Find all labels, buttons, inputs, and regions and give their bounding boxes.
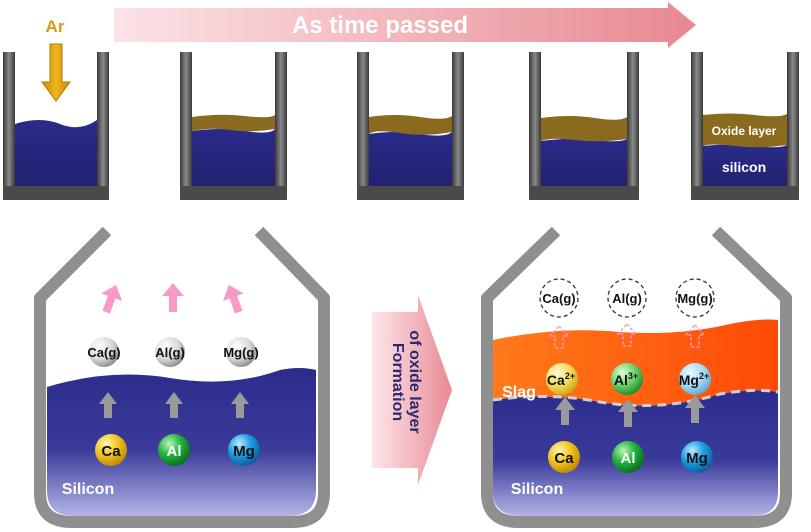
silicon-label-small: silicon — [722, 159, 766, 175]
element-label-ca: Ca — [101, 443, 121, 460]
gas-sphere-ca — [89, 337, 119, 367]
crucible-stage-2 — [180, 52, 287, 200]
time-banner-label: As time passed — [292, 12, 468, 39]
element-ball-al — [158, 434, 190, 466]
crucible-base — [3, 186, 109, 200]
element-ball-ca-right — [548, 441, 580, 473]
gas-label-al: Al(g) — [155, 345, 185, 360]
vessel-wall-right — [481, 226, 792, 528]
element-ball-mg — [228, 434, 260, 466]
grey-arrow — [685, 395, 705, 423]
crucible-wall — [97, 52, 109, 192]
crucible-base — [529, 186, 639, 200]
ion-label-ca: Ca2+ — [547, 371, 575, 388]
oxide-layer-stage-2 — [192, 114, 275, 132]
slag-interface-dashed — [492, 388, 779, 408]
oxide-layer-label: Oxide layer — [712, 124, 777, 138]
pink-arrow — [222, 284, 244, 314]
gas-label-al-right: Al(g) — [612, 291, 642, 306]
gas-circle-al — [607, 278, 647, 318]
ion-label-mg: Mg2+ — [679, 371, 709, 388]
element-ball-al-right — [612, 441, 644, 473]
oxide-layer-stage-5 — [703, 113, 787, 148]
element-label-al: Al — [167, 443, 182, 460]
element-ball-mg-right — [681, 441, 713, 473]
crucible-wall — [180, 52, 192, 192]
gas-label-mg: Mg(g) — [223, 345, 258, 360]
process-arrow — [372, 295, 452, 485]
pink-arrow — [101, 284, 123, 314]
crucible-base — [357, 186, 464, 200]
element-label-mg: Mg — [233, 443, 255, 460]
gas-sphere-al — [155, 337, 185, 367]
element-label-ca-right: Ca — [554, 450, 574, 467]
crucible-wall — [627, 52, 639, 192]
element-label-mg-right: Mg — [686, 450, 708, 467]
process-label-line1: Formation — [389, 343, 406, 421]
ar-inflow-arrow — [41, 43, 71, 102]
pink-arrow — [162, 283, 184, 312]
crucible-wall — [357, 52, 369, 192]
grey-arrow — [165, 392, 183, 418]
gas-circle-mg — [675, 278, 715, 318]
left-vessel — [34, 226, 330, 528]
crucible-stage-1 — [3, 52, 109, 200]
gas-circle-ca — [539, 278, 579, 318]
element-label-al-right: Al — [621, 450, 636, 467]
gas-label-ca-right: Ca(g) — [542, 291, 575, 306]
crucible-base — [180, 186, 287, 200]
silicon-melt-stage-2 — [192, 129, 275, 186]
slag-label: Slag — [502, 384, 536, 401]
vessel-wall-left — [34, 226, 330, 528]
crucible-stage-4 — [529, 52, 639, 200]
silicon-melt-stage-3 — [369, 132, 452, 186]
gas-label-mg-right: Mg(g) — [677, 291, 712, 306]
ion-sphere-ca — [546, 363, 578, 395]
pink-dashed-arrow — [548, 324, 570, 349]
crucible-wall — [275, 52, 287, 192]
time-banner-arrow — [114, 2, 696, 48]
ion-label-al: Al3+ — [614, 371, 638, 388]
crucible-base — [691, 186, 799, 200]
pink-dashed-arrow — [684, 323, 706, 348]
ion-sphere-al — [611, 363, 643, 395]
crucible-stage-3 — [357, 52, 464, 200]
silicon-label-left: Silicon — [62, 481, 114, 498]
grey-arrow — [555, 397, 575, 425]
crucible-wall — [3, 52, 15, 192]
silicon-melt-stage-1 — [15, 120, 97, 186]
crucible-wall — [452, 52, 464, 192]
process-label-line2: of oxide layer — [406, 330, 423, 433]
crucible-wall — [691, 52, 703, 192]
ar-label: Ar — [46, 17, 65, 36]
ion-sphere-mg — [679, 363, 711, 395]
silicon-label-right: Silicon — [511, 481, 563, 498]
silicon-melt-stage-5 — [703, 144, 787, 186]
crucible-wall — [529, 52, 541, 192]
grey-arrow — [231, 392, 249, 418]
grey-arrow — [618, 399, 638, 427]
element-ball-ca — [95, 434, 127, 466]
oxide-layer-stage-3 — [369, 115, 452, 135]
crucible-wall — [787, 52, 799, 192]
crucible-stage-5 — [691, 52, 799, 200]
oxide-layer-stage-4 — [541, 116, 627, 142]
gas-sphere-mg — [226, 337, 256, 367]
grey-arrow — [99, 392, 117, 418]
silicon-melt-stage-4 — [541, 138, 627, 186]
gas-label-ca: Ca(g) — [87, 345, 120, 360]
pink-dashed-arrow — [616, 322, 638, 347]
